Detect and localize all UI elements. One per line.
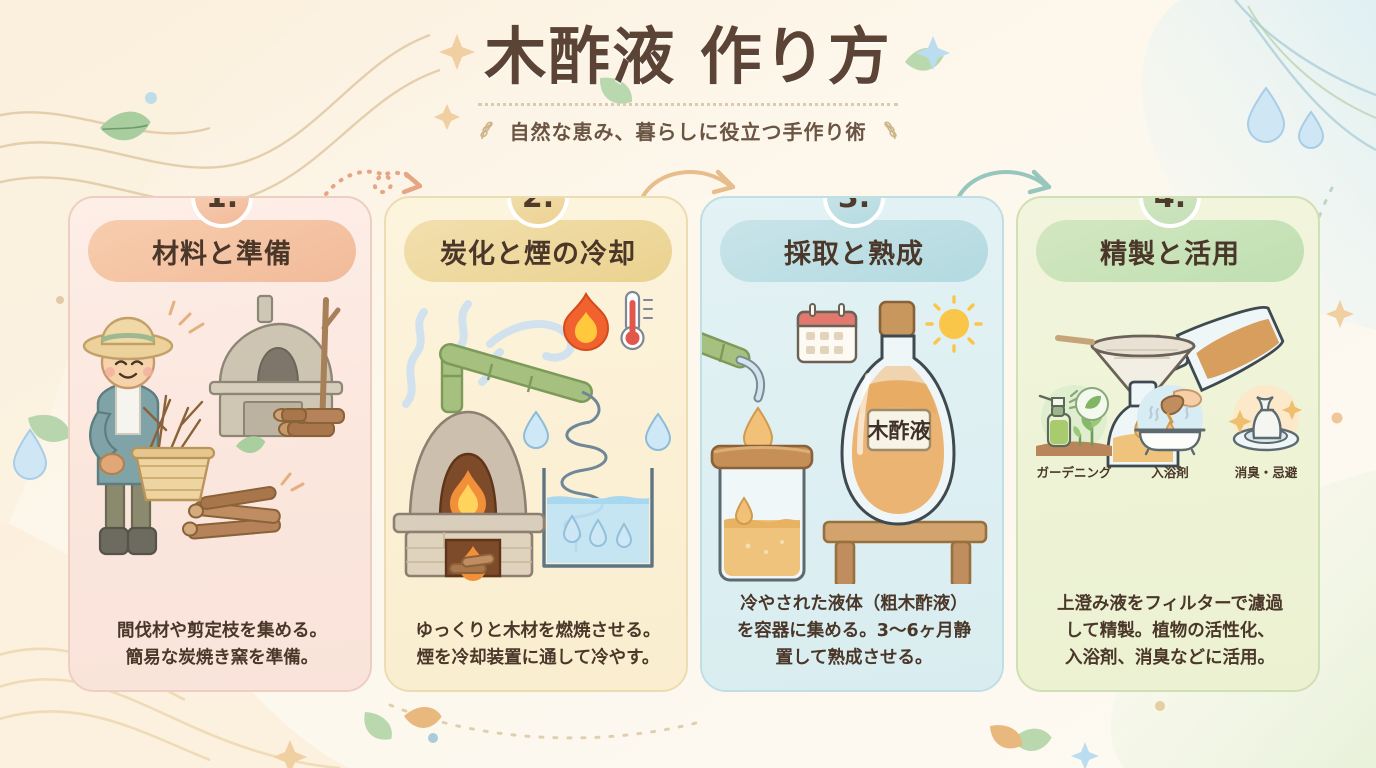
water-tank-illustration (542, 468, 654, 568)
water-drop-icon (12, 86, 1325, 480)
sun-icon (925, 295, 983, 353)
usage-label: 入浴剤 (1151, 465, 1189, 480)
water-drop-icon (522, 410, 672, 548)
wheat-sprig-icon (883, 121, 897, 140)
page-header: 木酢液 作り方 自然な恵み、暮らしに役立つ手作り術 (0, 22, 1376, 145)
wooden-shelf-illustration (822, 520, 988, 584)
hand-pouring-icon (1160, 388, 1202, 424)
calendar-icon (796, 303, 858, 364)
sparkle-icon (916, 36, 1099, 768)
step-card-3[interactable]: 採取と熟成 (700, 196, 1004, 692)
usage-label: ガーデニング (1036, 465, 1112, 480)
step-number-4: 4. (1139, 198, 1201, 228)
log-pile-illustration (273, 408, 345, 437)
step-title-1: 材料と準備 (88, 220, 356, 282)
step-arrow-2-to-3 (640, 169, 736, 200)
page-title: 木酢液 作り方 (484, 20, 892, 93)
steps-container: 材料と準備 (0, 196, 1376, 704)
leaf-icon (236, 436, 266, 453)
step-card-4[interactable]: 精製と活用 (1016, 196, 1320, 692)
sparkle-icon (273, 34, 1354, 768)
step-number-1: 1. (191, 198, 253, 228)
step-caption-2: ゆっくりと木材を燃焼させる。 煙を冷却装置に通して冷やす。 (415, 620, 661, 668)
pouch-icon (1252, 396, 1282, 440)
step-number-3: 3. (823, 198, 885, 228)
wheat-sprig-icon (479, 121, 493, 140)
step-caption-4: 上澄み液をフィルターで濾過 して精製。植物の活性化、 入浴剤、消臭などに活用。 (1056, 593, 1284, 668)
step-card-1[interactable]: 材料と準備 (68, 196, 372, 692)
flame-icon (562, 291, 610, 351)
step-card-2[interactable]: 炭化と煙の冷却 (384, 196, 688, 692)
page-subtitle: 自然な恵み、暮らしに役立つ手作り術 (509, 120, 867, 145)
farmer-illustration (82, 316, 174, 556)
firewood-pile-illustration (182, 485, 281, 540)
thermometer-icon (620, 290, 653, 351)
step-caption-1: 間伐材や剪定枝を集める。 簡易な炭焼き窯を準備。 (117, 620, 327, 668)
step-illustration-1 (70, 284, 370, 584)
bottle-label-text: 木酢液 (867, 419, 931, 443)
spray-bottle-icon (1038, 394, 1072, 448)
mokusakueki-bottle-illustration: 木酢液 (840, 300, 956, 526)
step-title-2: 炭化と煙の冷却 (404, 220, 672, 282)
step-arrow-1-to-2 (324, 169, 423, 196)
bathtub-icon (1134, 428, 1206, 456)
step-badge-wrap-3: 3. (702, 198, 1002, 228)
usage-label: 消臭・忌避 (1234, 465, 1298, 480)
step-badge-wrap-2: 2. (386, 198, 686, 228)
step-illustration-3: 木酢液 (702, 284, 1002, 584)
step-badge-wrap-4: 4. (1018, 198, 1318, 228)
sparkle-icon (1228, 400, 1302, 433)
step-number-2: 2. (507, 198, 569, 228)
step-arrow-3-to-4 (956, 169, 1052, 200)
usage-item[interactable]: ガーデニング (1029, 384, 1119, 481)
step-caption-3: 冷やされた液体（粗木酢液） を容器に集める。3〜6ヶ月静 置して熟成させる。 (736, 593, 972, 668)
usage-icons-row: ガーデニング (1026, 384, 1314, 481)
deodorizer-pouch-icon (1228, 385, 1302, 452)
title-divider (478, 103, 898, 107)
step-badge-wrap-1: 1. (70, 198, 370, 228)
step-illustration-2 (386, 284, 686, 584)
step-title-4: 精製と活用 (1036, 220, 1304, 282)
bamboo-nozzle-illustration (702, 332, 766, 403)
spray-bottle-plant-icon (1036, 385, 1112, 456)
step-title-3: 採取と熟成 (720, 220, 988, 282)
basket-with-sticks-illustration (130, 394, 216, 502)
steam-icon (1148, 405, 1190, 422)
funnel-filter-illustration (1055, 334, 1196, 412)
bamboo-pipe-illustration (439, 343, 593, 414)
burning-kiln-illustration (392, 410, 546, 581)
collection-jar-illustration (710, 444, 814, 582)
dot-decoration (56, 92, 1343, 743)
usage-item[interactable]: 消臭・忌避 (1221, 384, 1311, 481)
usage-item[interactable]: 入浴剤 (1125, 384, 1215, 481)
bathtub-drop-icon (1134, 385, 1206, 456)
